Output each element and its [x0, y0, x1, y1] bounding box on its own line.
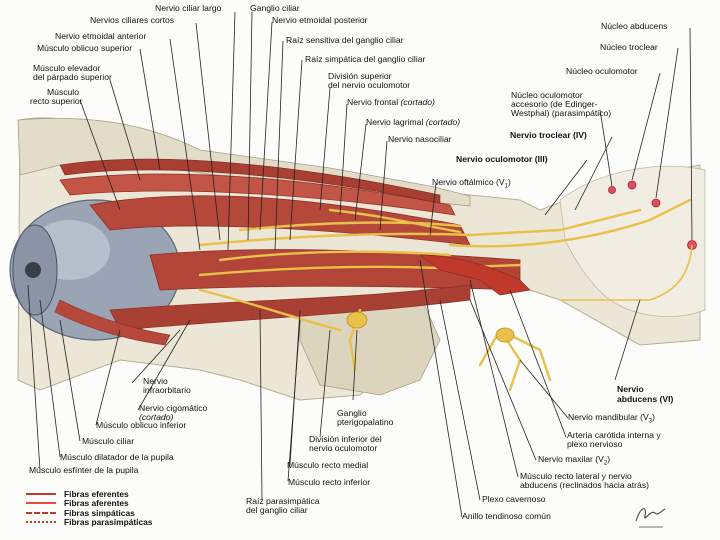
label-plexo-cavernoso: Plexo cavernoso [482, 494, 546, 504]
label-anillo-tendinoso: Anillo tendinoso común [462, 511, 551, 521]
label-raiz-sensitiva: Raíz sensitiva del ganglio ciliar [286, 35, 404, 45]
label-musculo-oblicuo-inferior: Músculo oblicuo inferior [96, 420, 187, 430]
label-musculo-recto-superior-2: recto superior [30, 96, 83, 106]
levator-muscle [59, 173, 456, 216]
label-ganglio-pterigopalatino-1: Ganglio [337, 408, 367, 418]
label-nervio-abducens-1: Nervio [617, 384, 644, 394]
label-musculo-recto-inferior: Músculo recto inferior [288, 477, 371, 487]
label-division-superior-1: División superior [328, 71, 392, 81]
label-nucleo-accesorio-2: accesorio (de Edinger- [511, 99, 598, 109]
label-musculo-ciliar: Músculo ciliar [82, 436, 135, 446]
label-raiz-parasimpatica-1: Raíz parasimpática [246, 496, 320, 506]
legend-swatch-parasimpaticas [26, 521, 56, 524]
label-musculo-recto-medial: Músculo recto medial [287, 460, 369, 470]
legend-label-aferentes: Fibras aferentes [64, 498, 129, 509]
label-nervio-oftalmico: Nervio oftálmico (V1) [432, 177, 511, 190]
label-nucleo-accesorio-3: Westphal) (parasimpático) [511, 108, 612, 118]
legend-label-eferentes: Fibras eferentes [64, 489, 129, 499]
brainstem [559, 165, 706, 317]
label-arteria-carotida-2: plexo nervioso [567, 439, 623, 449]
label-nervio-cigomatico-cortado: (cortado) [139, 412, 174, 422]
label-nervio-cigomatico: Nervio cigomático [139, 403, 208, 413]
inferior-oblique-muscle [54, 299, 171, 346]
label-nucleo-troclear: Núcleo troclear [600, 42, 658, 52]
label-nervio-nasociliar: Nervio nasociliar [388, 134, 452, 144]
legend-item-eferentes: Fibras eferentes [26, 489, 226, 499]
leader-lines [27, 11, 693, 518]
legend-label-simpaticas: Fibras simpáticas [64, 507, 135, 518]
label-musculo-esfinter: Músculo esfínter de la pupila [29, 465, 139, 475]
label-nervio-oculomotor: Nervio oculomotor (III) [456, 154, 548, 164]
label-nucleo-abducens: Núcleo abducens [601, 21, 668, 31]
legend-swatch-eferentes [26, 493, 56, 495]
legend-item-simpaticas: Fibras simpáticas [26, 507, 226, 518]
superior-oblique-muscle [59, 158, 441, 204]
pupil [25, 262, 41, 278]
label-arteria-carotida-1: Arteria carótida interna y [567, 430, 661, 440]
label-raiz-parasimpatica-2: del ganglio ciliar [246, 505, 308, 515]
label-nervio-infraorbitario-2: infraorbitario [143, 385, 191, 395]
brainstem-nuclei [608, 180, 697, 250]
legend-swatch-aferentes [26, 502, 56, 505]
legend-item-aferentes: Fibras aferentes [26, 498, 226, 509]
internal-carotid-artery [418, 254, 531, 296]
label-nervio-maxilar: Nervio maxilar (V2) [538, 454, 611, 467]
label-musculo-oblicuo-superior: Músculo oblicuo superior [37, 43, 133, 53]
label-musculo-recto-superior-1: Músculo [47, 87, 79, 97]
label-nervio-infraorbitario-1: Nervio [143, 376, 168, 386]
inferior-rectus-muscle [109, 284, 471, 331]
label-nucleo-oculomotor: Núcleo oculomotor [566, 66, 638, 76]
label-nervio-troclear: Nervio troclear (IV) [510, 130, 587, 140]
label-musculo-dilatador: Músculo dilatador de la pupila [60, 452, 174, 462]
label-ganglio-pterigopalatino-2: pterigopalatino [337, 417, 394, 427]
label-nervio-ciliar-largo: Nervio ciliar largo [155, 3, 222, 13]
legend-item-parasimpaticas: Fibras parasimpáticas [26, 517, 226, 528]
label-division-inferior-1: División inferior del [309, 434, 382, 444]
abducens-nerve-path [560, 244, 693, 301]
label-nervio-lagrimal: Nervio lagrimal (cortado) [366, 117, 461, 127]
label-nervio-abducens-2: abducens (VI) [617, 394, 674, 404]
label-musculo-elevador-1: Músculo elevador [33, 63, 101, 73]
label-nervio-frontal: Nervio frontal (cortado) [347, 97, 435, 107]
label-nervios-ciliares-cortos: Nervios ciliares cortos [90, 15, 175, 25]
label-nucleo-accesorio-1: Núcleo oculomotor [511, 90, 583, 100]
label-division-superior-2: del nervio oculomotor [328, 80, 411, 90]
label-musculo-recto-lateral-2: abducens (reclinados hacia atrás) [520, 480, 649, 490]
legend: Fibras eferentes Fibras aferentes Fibras… [26, 489, 226, 527]
label-ganglio-ciliar: Ganglio ciliar [250, 3, 300, 13]
label-nervio-etmoidal-posterior: Nervio etmoidal posterior [272, 15, 368, 25]
artist-signature [633, 501, 669, 531]
legend-label-parasimpaticas: Fibras parasimpáticas [64, 517, 153, 528]
label-musculo-elevador-2: del párpado superior [33, 72, 112, 82]
label-nervio-mandibular: Nervio mandibular (V3) [568, 412, 655, 425]
label-raiz-simpatica: Raíz simpática del ganglio ciliar [305, 54, 426, 64]
label-musculo-recto-lateral-1: Músculo recto lateral y nervio [520, 471, 632, 481]
legend-swatch-simpaticas [26, 511, 56, 514]
label-division-inferior-2: nervio oculomotor [309, 443, 378, 453]
nerve-ganglion-pterigopalatino [346, 311, 515, 343]
label-nervio-etmoidal-anterior: Nervio etmoidal anterior [55, 31, 147, 41]
